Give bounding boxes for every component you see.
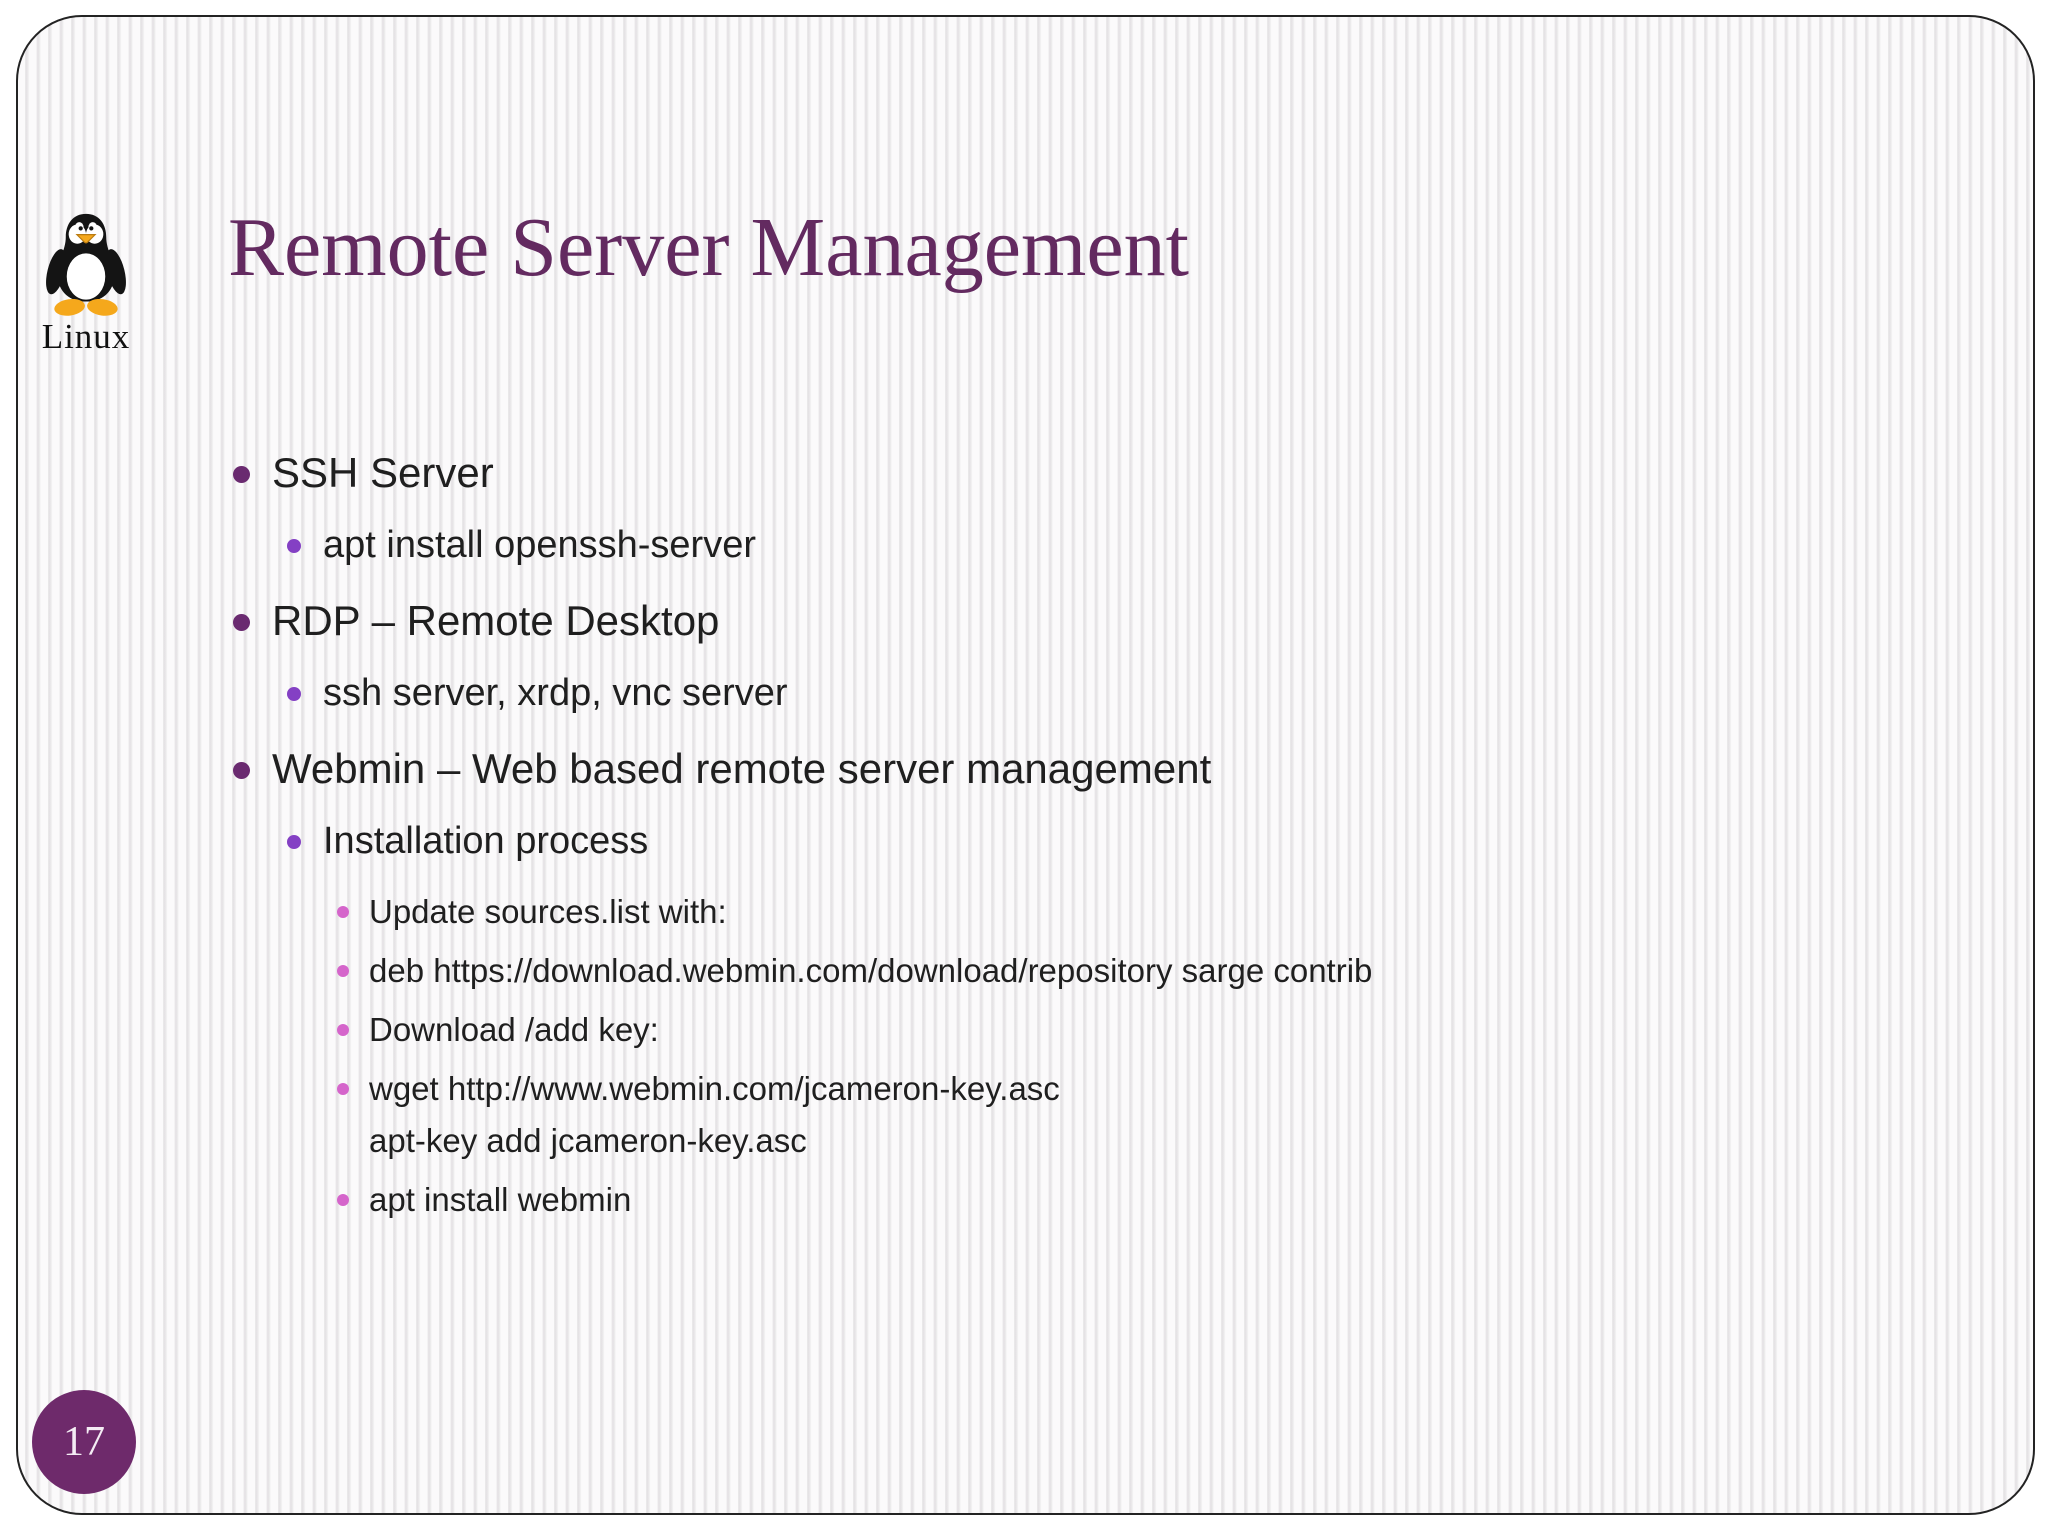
bullet-text: Webmin – Web based remote server managem… (272, 745, 1212, 792)
list-item: Update sources.list with: (233, 890, 1933, 933)
bullet-icon (233, 614, 250, 631)
bullet-text: apt install openssh-server (323, 524, 756, 566)
linux-logo: Linux (38, 212, 134, 354)
bullet-icon (287, 539, 301, 553)
page-number-badge: 17 (32, 1390, 136, 1494)
slide-title: Remote Server Management (228, 201, 1189, 294)
list-item: Webmin – Web based remote server managem… (233, 742, 1933, 796)
list-item: wget http://www.webmin.com/jcameron-key.… (233, 1067, 1933, 1110)
bullet-icon (337, 1194, 349, 1206)
list-item: apt install webmin (233, 1178, 1933, 1221)
linux-logo-label: Linux (41, 317, 131, 356)
list-item: ssh server, xrdp, vnc server (233, 668, 1933, 718)
list-item: RDP – Remote Desktop (233, 594, 1933, 648)
bullet-icon (337, 1024, 349, 1036)
tux-penguin-icon (46, 213, 126, 316)
slide-frame (16, 15, 2035, 1515)
list-item: Installation process (233, 816, 1933, 866)
bullet-text: deb https://download.webmin.com/download… (369, 952, 1373, 989)
bullet-text: RDP – Remote Desktop (272, 597, 720, 644)
list-item: SSH Server (233, 446, 1933, 500)
bullet-icon (233, 762, 250, 779)
bullet-icon (233, 466, 250, 483)
bullet-icon (287, 687, 301, 701)
bullet-text: Update sources.list with: (369, 893, 727, 930)
bullet-icon (337, 965, 349, 977)
list-item: deb https://download.webmin.com/download… (233, 949, 1933, 992)
bullet-text: SSH Server (272, 449, 494, 496)
list-item: Download /add key: (233, 1008, 1933, 1051)
bullet-text: ssh server, xrdp, vnc server (323, 672, 788, 714)
bullet-icon (337, 1083, 349, 1095)
bullet-list: SSH Server apt install openssh-server RD… (233, 446, 1933, 1221)
list-item-continuation: apt-key add jcameron-key.asc (233, 1119, 1933, 1162)
slide-body: SSH Server apt install openssh-server RD… (233, 446, 1933, 1237)
bullet-text: Installation process (323, 820, 649, 862)
list-item: apt install openssh-server (233, 520, 1933, 570)
bullet-text: wget http://www.webmin.com/jcameron-key.… (369, 1070, 1060, 1107)
bullet-icon (337, 906, 349, 918)
bullet-text: apt install webmin (369, 1181, 632, 1218)
bullet-text: apt-key add jcameron-key.asc (369, 1122, 807, 1159)
bullet-icon (287, 835, 301, 849)
bullet-text: Download /add key: (369, 1011, 659, 1048)
page-number: 17 (63, 1419, 105, 1465)
